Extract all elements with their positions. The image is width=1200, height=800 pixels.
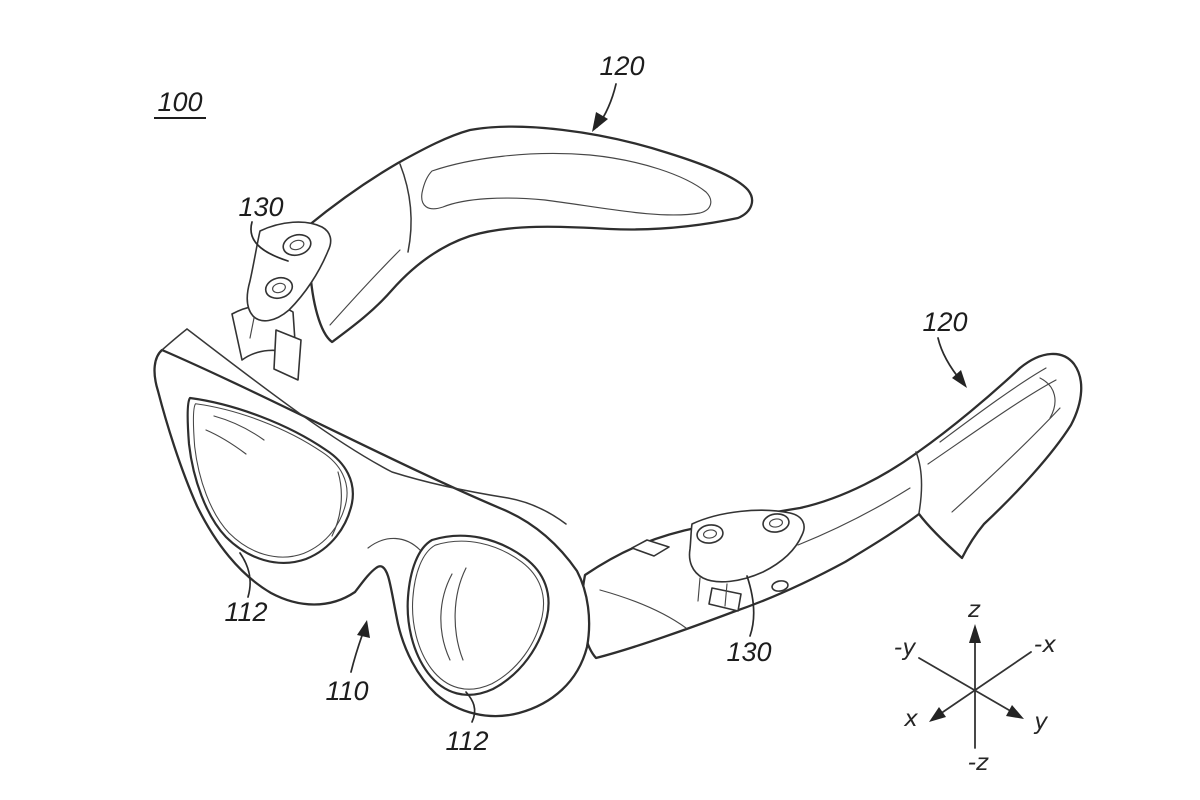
leader-hinge-left xyxy=(250,221,289,262)
endpiece-front-edge xyxy=(599,589,687,629)
temple-left-groove xyxy=(421,152,712,216)
frame-corner-edge xyxy=(161,328,188,351)
axis-label-y: y xyxy=(1033,709,1048,735)
hinge-left-screw-1 xyxy=(282,233,312,257)
axis-arrow-x xyxy=(929,707,946,722)
axis-label-neg-x: -x xyxy=(1034,632,1056,658)
lens-left xyxy=(186,396,354,564)
hinge-right-screw-1-bore xyxy=(702,529,718,539)
lens-right-bevel xyxy=(411,540,545,690)
leader-rim-right xyxy=(465,691,476,723)
label-front-frame: 110 xyxy=(325,676,368,706)
lens-left-reflection-1 xyxy=(213,415,265,441)
hinge-right-screw-1 xyxy=(696,524,724,544)
frame-front xyxy=(153,328,687,718)
temple-right xyxy=(580,352,1083,660)
temple-right-joint-line xyxy=(915,451,923,514)
hinge-right xyxy=(688,509,805,612)
hinge-right-line-1 xyxy=(697,577,701,602)
label-temple-left: 120 xyxy=(599,51,644,81)
temple-right-tip-inner xyxy=(1039,377,1056,419)
label-hinge-left: 130 xyxy=(238,192,283,222)
hinge-left-screw-2-bore xyxy=(272,282,286,294)
axis-arrow-y xyxy=(1006,705,1024,719)
axis-label-z: z xyxy=(967,597,981,623)
lens-left-reflection-3 xyxy=(331,471,342,537)
axis-line-y xyxy=(918,657,1015,714)
hinge-left-screw-2 xyxy=(264,276,294,300)
axis-line-x xyxy=(939,651,1032,715)
frame-top-back-edge xyxy=(186,328,567,525)
label-hinge-right: 130 xyxy=(726,637,771,667)
label-rim-left: 112 xyxy=(224,597,267,627)
leader-hinge-right xyxy=(746,575,755,637)
glasses-drawing xyxy=(153,125,1083,718)
hinge-right-knuckle xyxy=(708,587,742,612)
lens-right-opening xyxy=(406,534,550,696)
axis-arrow-z xyxy=(969,624,981,643)
arrowhead-temple-right xyxy=(952,370,967,388)
hinge-right-screw-2 xyxy=(762,513,790,533)
lens-left-reflection-2 xyxy=(205,429,247,455)
endpiece-tab xyxy=(631,539,670,557)
temple-right-face-edge xyxy=(797,487,911,546)
hinge-left-screw-1-bore xyxy=(289,239,305,251)
lens-left-bevel xyxy=(192,403,348,558)
temple-left-face-edge xyxy=(329,249,401,326)
frame-front-outline xyxy=(153,348,591,718)
axis-label-x: x xyxy=(903,706,918,732)
temple-right-tip-line-2 xyxy=(927,379,1057,465)
lens-right-reflection-1 xyxy=(440,573,453,661)
label-temple-right: 120 xyxy=(922,307,967,337)
axis-indicator: z -z -y -x x y xyxy=(894,597,1056,776)
hinge-right-screw-2-bore xyxy=(768,518,784,528)
hinge-left-knuckle-2 xyxy=(273,329,302,381)
axis-label-neg-y: -y xyxy=(894,635,916,661)
lens-right-reflection-2 xyxy=(454,567,467,661)
temple-right-tip-line-1 xyxy=(939,367,1047,443)
arrowhead-front-frame xyxy=(357,620,370,638)
hinge-right-pin xyxy=(771,580,789,592)
hinge-right-line-2 xyxy=(724,583,728,607)
temple-right-outline xyxy=(580,352,1083,660)
leader-front-frame xyxy=(350,629,365,673)
hinge-left-side-line xyxy=(249,317,255,339)
temple-left-outline xyxy=(306,125,754,344)
temple-right-tip-line-3 xyxy=(951,407,1061,513)
axis-label-neg-z: -z xyxy=(968,750,989,776)
temple-left-joint-line xyxy=(399,163,412,253)
arrowhead-temple-left xyxy=(592,112,608,132)
annotations: 100 120 130 120 112 110 112 130 xyxy=(154,51,968,756)
temple-left xyxy=(306,125,754,344)
hinge-left xyxy=(231,221,332,381)
lens-right xyxy=(406,534,550,696)
leader-rim-left xyxy=(239,552,251,598)
lens-left-opening xyxy=(186,396,354,564)
bridge-front-line xyxy=(367,537,421,551)
label-rim-right: 112 xyxy=(445,726,488,756)
figure-number-label: 100 xyxy=(157,87,202,117)
